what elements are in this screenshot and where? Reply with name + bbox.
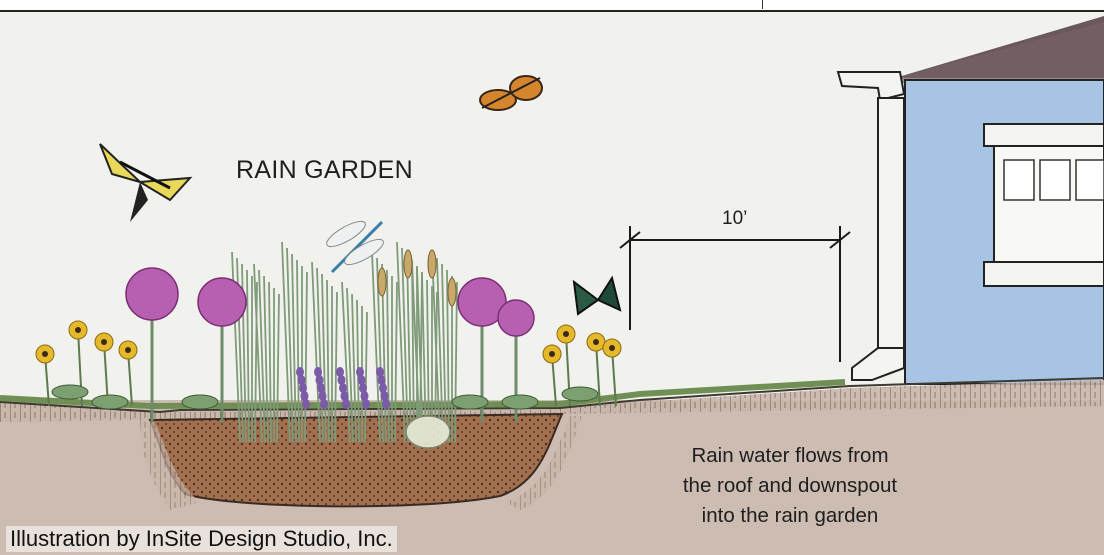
purple-flower — [198, 278, 246, 326]
illustration-credit: Illustration by InSite Design Studio, In… — [6, 526, 397, 552]
flow-caption: Rain water flows from the roof and downs… — [630, 441, 950, 531]
purple-flower — [498, 300, 534, 336]
lavender-bud — [382, 399, 390, 409]
daisy-center — [75, 327, 81, 333]
leaf — [562, 387, 598, 401]
leaf — [452, 395, 488, 409]
daisy-center — [549, 351, 555, 357]
leaf — [92, 395, 128, 409]
caption-line-3: into the rain garden — [630, 501, 950, 531]
daisy-center — [609, 345, 615, 351]
lavender-bud — [342, 399, 350, 409]
purple-flower — [126, 268, 178, 320]
leaf — [182, 395, 218, 409]
lavender-bud — [362, 399, 370, 409]
seed-head — [404, 250, 412, 278]
caption-line-2: the roof and downspout — [630, 471, 950, 501]
diagram-title: RAIN GARDEN — [236, 156, 413, 185]
seed-head — [448, 278, 456, 306]
lavender-bud — [302, 399, 310, 409]
leaf — [502, 395, 538, 409]
daisy-center — [125, 347, 131, 353]
frog — [406, 416, 450, 448]
seed-head — [428, 250, 436, 278]
house-window — [984, 124, 1104, 286]
daisy-center — [42, 351, 48, 357]
daisy-center — [593, 339, 599, 345]
caption-line-1: Rain water flows from — [630, 441, 950, 471]
leaf — [52, 385, 88, 399]
house — [838, 16, 1104, 384]
daisy-center — [101, 339, 107, 345]
lavender-bud — [320, 399, 328, 409]
daisy-center — [563, 331, 569, 337]
seed-head — [378, 268, 386, 296]
dimension-label: 10’ — [722, 208, 747, 230]
top-tick-mark — [762, 0, 763, 9]
